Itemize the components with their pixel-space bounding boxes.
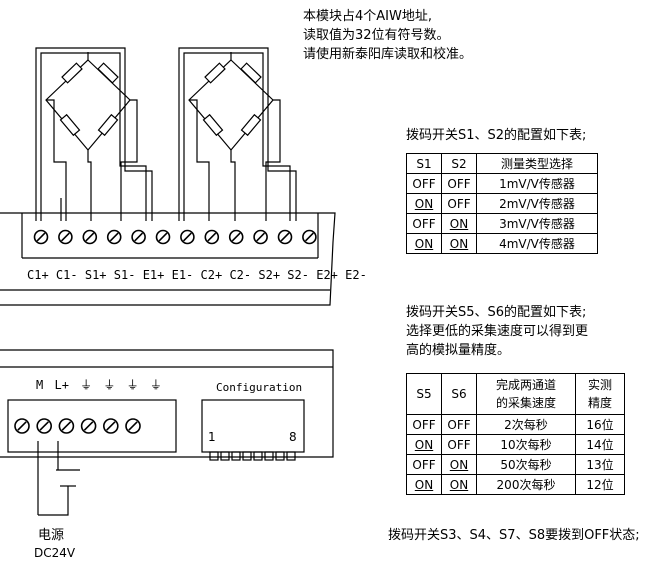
terminal-label: C2+: [200, 268, 223, 282]
ground-icon: ⏚: [103, 378, 116, 392]
dip-label-right: 8: [289, 430, 297, 444]
table-row: OFF ON 50次每秒 13位: [406, 454, 625, 475]
note-line-2: 读取值为32位有符号数。: [303, 28, 450, 43]
dip-label-left: 1: [208, 430, 216, 444]
ground-icon: ⏚: [80, 378, 93, 392]
bridge1-outer-wire: [40, 52, 147, 221]
ground-icon: ⏚: [126, 378, 139, 392]
table2-caption-3: 高的模拟量精度。: [406, 343, 511, 358]
table-cell: 14位: [575, 434, 625, 455]
terminal-label: S2-: [287, 268, 309, 282]
terminal-label: E1-: [171, 268, 194, 282]
lower-terminal-block: [7, 399, 177, 453]
table-cell: ON: [406, 233, 442, 254]
dip-switch-window: [201, 399, 305, 453]
terminal-label: E1+: [142, 268, 165, 282]
table-row: ON OFF 2mV/V传感器: [406, 193, 598, 214]
bridge-resistors: [59, 62, 262, 137]
terminal-label: S1+: [84, 268, 107, 282]
bridge1-diamond: [45, 59, 131, 151]
note-line-1: 本模块占4个AIW地址,: [303, 9, 432, 24]
dip-table-s1-s2: S1 S2 测量类型选择 OFF OFF 1mV/V传感器 ON OFF 2mV…: [406, 153, 598, 254]
table-cell: OFF: [406, 173, 442, 194]
table-cell: 10次每秒: [476, 434, 576, 455]
table-cell: OFF: [406, 213, 442, 234]
table-header: S5: [406, 373, 442, 415]
table-cell: ON: [406, 474, 442, 495]
table-header: 完成两通道 的采集速度: [476, 373, 576, 415]
table-cell: OFF: [406, 414, 442, 435]
table-cell: 2mV/V传感器: [476, 193, 598, 214]
table-row: OFF ON 3mV/V传感器: [406, 213, 598, 234]
terminal-labels-top: C1+ C1- S1+ S1- E1+ E1- C2+ C2- S2+ S2- …: [27, 266, 367, 285]
table-cell: OFF: [441, 193, 477, 214]
terminal-labels-bottom: M L+ ⏚ ⏚ ⏚ ⏚: [36, 376, 162, 395]
table-cell: 1mV/V传感器: [476, 173, 598, 194]
terminal-label: C1-: [55, 268, 78, 282]
table1-caption: 拨码开关S1、S2的配置如下表;: [406, 128, 587, 143]
table-cell: OFF: [441, 434, 477, 455]
table-cell: ON: [406, 434, 442, 455]
table-cell: 12位: [575, 474, 625, 495]
terminal-label: C1+: [27, 268, 49, 282]
terminal-label: S2+: [258, 268, 281, 282]
note-line-3: 请使用新泰阳库读取和校准。: [303, 47, 473, 62]
table-cell: ON: [441, 233, 477, 254]
lower-screw-terminals: [14, 418, 141, 434]
dip-table-s5-s6: S5 S6 完成两通道 的采集速度 实测 精度 OFF OFF 2次每秒 16位…: [406, 373, 625, 495]
table2-caption-1: 拨码开关S5、S6的配置如下表;: [406, 305, 587, 320]
table-row: OFF OFF 1mV/V传感器: [406, 173, 598, 194]
table2-caption-2: 选择更低的采集速度可以得到更: [406, 324, 589, 339]
bridge2-diamond: [188, 59, 274, 151]
table-cell: OFF: [441, 173, 477, 194]
table-cell: 13位: [575, 454, 625, 475]
table-cell: 2次每秒: [476, 414, 576, 435]
lower-module-outline: [0, 349, 334, 458]
table-cell: 200次每秒: [476, 474, 576, 495]
power-label: 电源: [38, 528, 65, 543]
table-cell: 4mV/V传感器: [476, 233, 598, 254]
terminal-label: S1-: [113, 268, 136, 282]
table-cell: ON: [406, 193, 442, 214]
terminal-label: C2-: [229, 268, 252, 282]
table-cell: 50次每秒: [476, 454, 576, 475]
table-row: ON OFF 10次每秒 14位: [406, 434, 625, 455]
table-cell: ON: [441, 213, 477, 234]
table-cell: OFF: [406, 454, 442, 475]
ground-icon: ⏚: [149, 378, 162, 392]
upper-module-outline: [0, 212, 336, 306]
power-voltage-label: DC24V: [34, 546, 76, 560]
terminal-label: E2+: [316, 268, 338, 282]
terminal-label: E2-: [345, 268, 367, 282]
table-header: S6: [441, 373, 477, 415]
terminal-label-m: M: [36, 378, 44, 392]
table-cell: 3mV/V传感器: [476, 213, 598, 234]
footer-note: 拨码开关S3、S4、S7、S8要拨到OFF状态;: [388, 528, 640, 543]
dip-switch-teeth: [209, 451, 296, 461]
table-row: ON ON 4mV/V传感器: [406, 233, 598, 254]
table-cell: 16位: [575, 414, 625, 435]
configuration-label: Configuration: [216, 381, 303, 394]
terminal-label-lplus: L+: [54, 378, 69, 392]
table-cell: ON: [441, 454, 477, 475]
table-row: ON ON 200次每秒 12位: [406, 474, 625, 495]
table-header: 测量类型选择: [476, 153, 598, 174]
table-header: S1: [406, 153, 442, 174]
table-header: S2: [441, 153, 477, 174]
table-cell: OFF: [441, 414, 477, 435]
table-cell: ON: [441, 474, 477, 495]
table-header: 实测 精度: [575, 373, 625, 415]
bridge2-outer-wire: [183, 52, 291, 221]
upper-screw-terminals: [33, 229, 317, 245]
table-row: OFF OFF 2次每秒 16位: [406, 414, 625, 435]
